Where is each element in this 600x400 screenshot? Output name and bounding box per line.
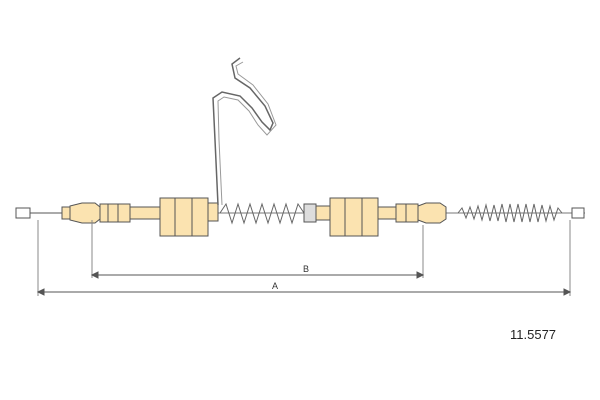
wire-hook-outer: [217, 61, 277, 206]
right-collar: [395, 203, 419, 223]
dimension-a-label: A: [272, 281, 278, 291]
left-collar: [99, 203, 131, 223]
spring-connector: [315, 205, 331, 221]
clip: [207, 202, 219, 222]
right-grommet: [329, 197, 379, 237]
left-end-fitting: [69, 202, 101, 224]
wire-hook: [212, 57, 274, 206]
dimension-b-arrow-left: [90, 271, 99, 279]
dimension-a-arrow-right: [563, 288, 572, 296]
center-spring: [219, 202, 305, 225]
right-spring: [457, 203, 563, 223]
right-end-nipple: [571, 207, 585, 219]
left-ferrule: [61, 206, 71, 220]
part-number: 11.5577: [510, 327, 557, 342]
left-end-rod: [15, 207, 31, 219]
left-grommet: [159, 197, 209, 237]
dimension-a-arrow-left: [36, 288, 45, 296]
right-end-fitting: [417, 202, 447, 224]
left-sleeve: [129, 206, 161, 220]
dimension-b-label: B: [303, 264, 309, 274]
dimension-b-arrow-right: [416, 271, 425, 279]
right-sleeve: [377, 206, 397, 220]
spring-clamp: [303, 203, 317, 223]
